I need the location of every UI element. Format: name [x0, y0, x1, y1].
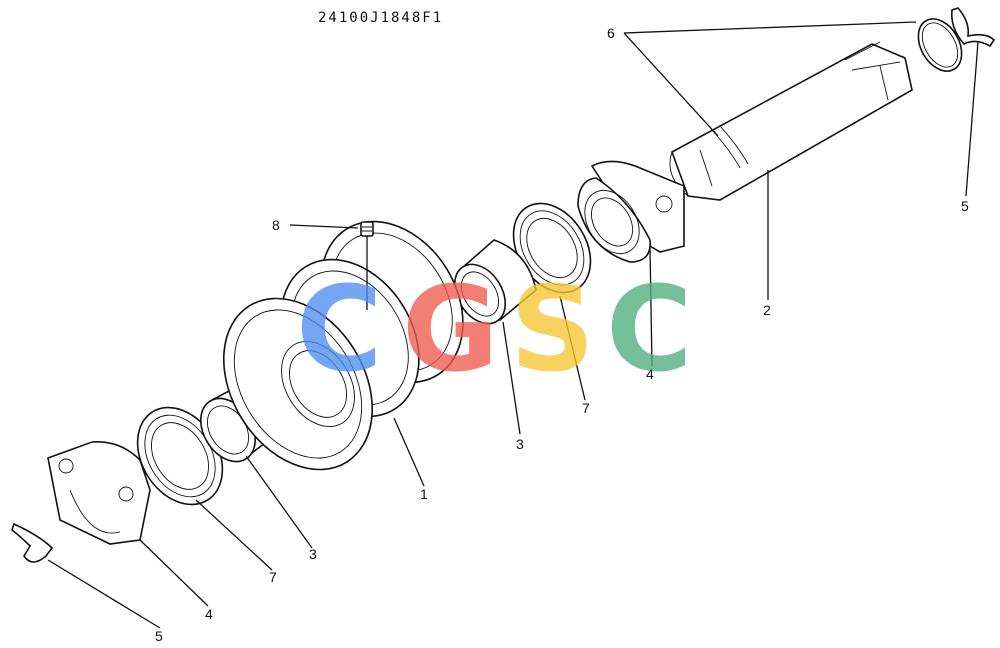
watermark-letter-4: C: [606, 260, 693, 398]
callout-4-upper: 4: [646, 366, 654, 382]
watermark-letter-3: S: [510, 260, 595, 398]
callout-3-upper: 3: [516, 436, 524, 452]
callout-labels: 6 8 2 5 4 7 3 1 3 7 4 5: [155, 25, 969, 644]
plug-part-8: [360, 221, 374, 237]
callout-6: 6: [607, 25, 615, 41]
callout-4-lower: 4: [205, 606, 213, 622]
bushing-part-3-upper: [453, 239, 537, 325]
clip-part-5-upper: [950, 7, 996, 48]
callout-7-lower: 7: [269, 569, 277, 585]
callout-7-upper: 7: [582, 400, 590, 416]
shaft-part-2: [669, 41, 913, 201]
collar-part-4-lower: [47, 441, 151, 545]
collar-part-4-upper: [577, 160, 685, 263]
watermark: C G S C: [296, 260, 693, 398]
watermark-letter-2: G: [402, 260, 499, 398]
clip-part-5-lower: [11, 522, 54, 563]
callout-5-lower: 5: [155, 628, 163, 644]
callout-1: 1: [420, 486, 428, 502]
seal-part-7-lower: [136, 406, 224, 506]
part-number-title: 24100J1848F1: [318, 10, 443, 26]
callout-8: 8: [272, 217, 280, 233]
leader-lines: [47, 21, 979, 629]
watermark-letter-1: C: [296, 260, 383, 398]
callout-3-lower: 3: [309, 546, 317, 562]
roller-part-1: [222, 220, 464, 471]
o-ring-part-6: [917, 18, 963, 72]
callout-5-upper: 5: [961, 198, 969, 214]
callout-2: 2: [763, 302, 771, 318]
